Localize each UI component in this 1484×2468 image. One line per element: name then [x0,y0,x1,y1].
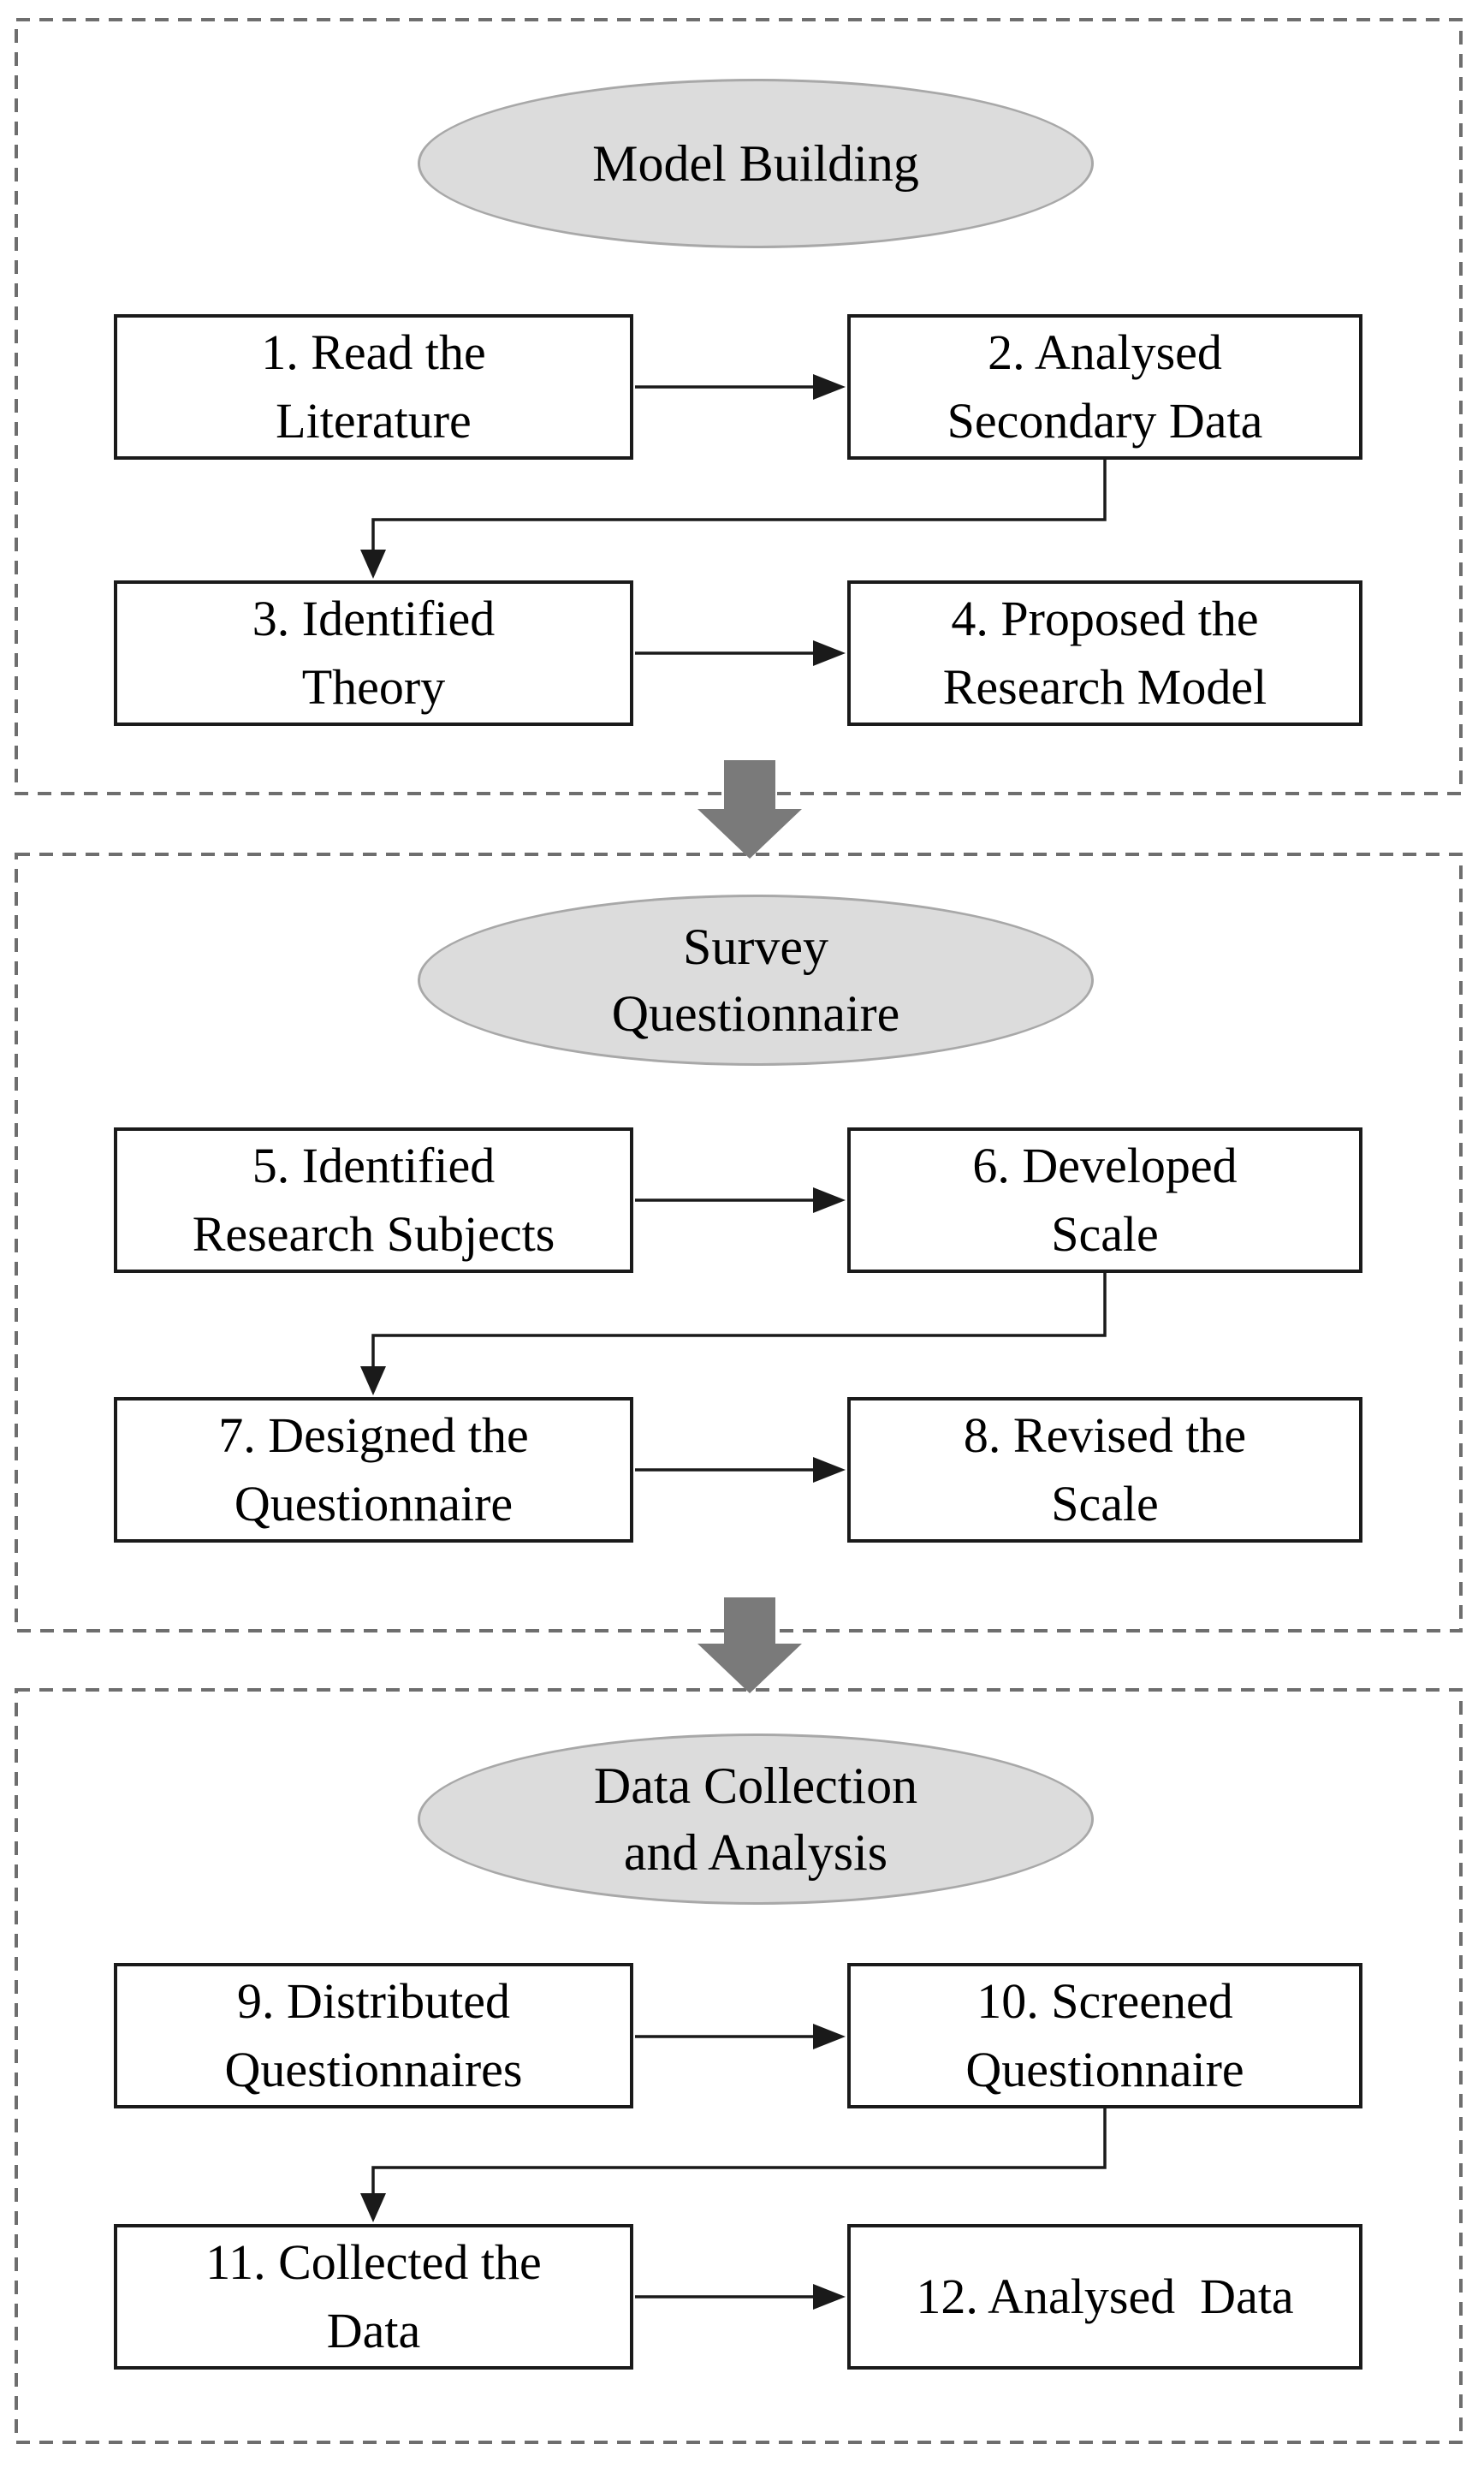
step-box-1: 1. Read the Literature [114,314,633,460]
step-box-9: 9. Distributed Questionnaires [114,1963,633,2108]
step-label: 12. Analysed Data [916,2268,1294,2324]
step-box-10: 10. Screened Questionnaire [847,1963,1362,2108]
step-box-8: 8. Revised the Scale [847,1397,1362,1543]
connector-step5-step6 [635,1187,846,1213]
step-box-5: 5. Identified Research Subjects [114,1127,633,1273]
step-box-6: 6. Developed Scale [847,1127,1362,1273]
connector-step3-step4 [635,640,846,666]
step-label: 4. Proposed the Research Model [942,590,1267,715]
step-box-7: 7. Designed the Questionnaire [114,1397,633,1543]
step-label: 5. Identified Research Subjects [192,1137,555,1262]
step-box-4: 4. Proposed the Research Model [847,580,1362,726]
stage-label: Data Collection and Analysis [593,1757,918,1881]
stage-label: Survey Questionnaire [611,919,900,1042]
stage-label: Model Building [592,135,919,192]
step-box-2: 2. Analysed Secondary Data [847,314,1362,460]
connector-step9-step10 [635,2024,846,2049]
connector-step2-step3-elbow [360,460,1107,579]
stage-down-arrow-icon-1 [697,760,802,859]
step-label: 11. Collected the Data [205,2233,542,2358]
step-label: 6. Developed Scale [972,1137,1238,1262]
step-label: 7. Designed the Questionnaire [218,1406,529,1531]
stage-ellipse-data-collection-and-analysis: Data Collection and Analysis [418,1734,1094,1905]
connector-step7-step8 [635,1457,846,1483]
step-label: 3. Identified Theory [252,590,496,715]
step-label: 8. Revised the Scale [963,1406,1247,1531]
connector-step6-step7-elbow [360,1273,1107,1395]
stage-down-arrow-icon-2 [697,1597,802,1693]
stage-ellipse-model-building: Model Building [418,79,1094,248]
connector-step10-step11-elbow [360,2108,1107,2222]
step-label: 2. Analysed Secondary Data [947,324,1263,449]
step-label: 1. Read the Literature [261,324,486,449]
step-box-3: 3. Identified Theory [114,580,633,726]
connector-step1-step2 [635,374,846,400]
step-box-12: 12. Analysed Data [847,2224,1362,2370]
connector-step11-step12 [635,2284,846,2310]
step-label: 10. Screened Questionnaire [965,1972,1244,2097]
stage-ellipse-survey-questionnaire: Survey Questionnaire [418,895,1094,1066]
step-label: 9. Distributed Questionnaires [224,1972,523,2097]
step-box-11: 11. Collected the Data [114,2224,633,2370]
